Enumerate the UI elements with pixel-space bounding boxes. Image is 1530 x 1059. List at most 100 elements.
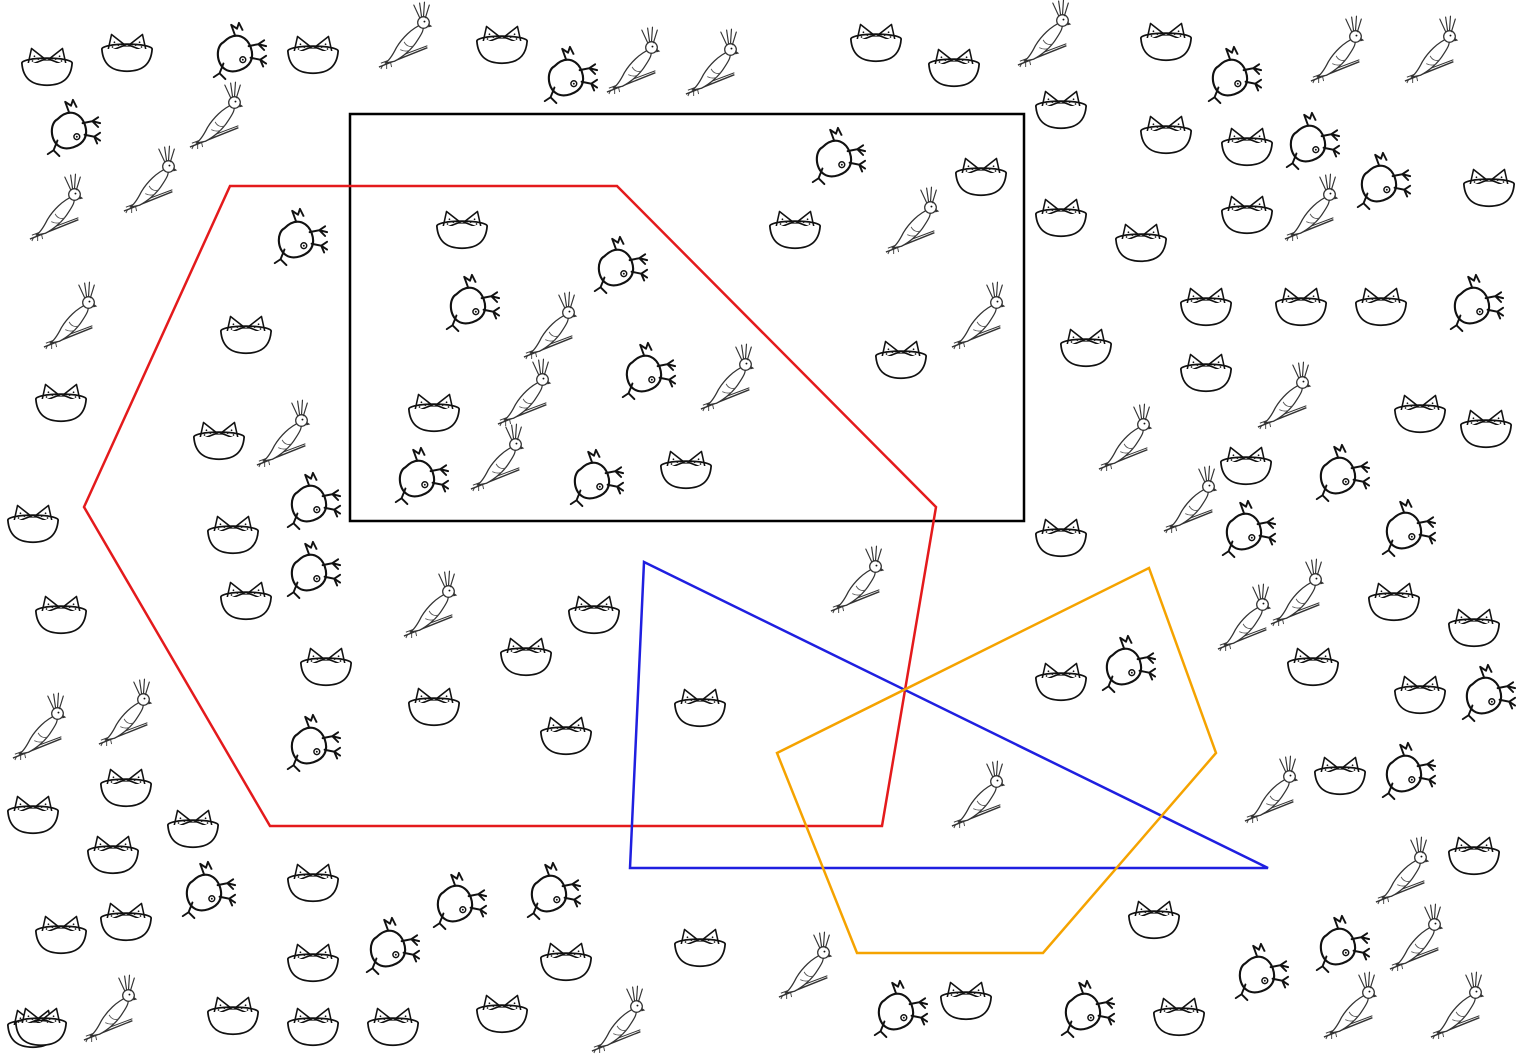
cockatoo-icon — [124, 146, 177, 213]
frog-icon — [1209, 47, 1261, 103]
cockatoo-icon — [524, 292, 577, 359]
nacho-bowl-icon — [221, 582, 271, 619]
cockatoo-icon — [257, 400, 310, 467]
nacho-bowl-icon — [221, 316, 271, 353]
frog-icon — [1463, 665, 1515, 721]
nacho-bowl-icon — [8, 796, 58, 833]
nacho-bowl-icon — [1061, 329, 1111, 366]
nacho-bowl-icon — [301, 648, 351, 685]
nacho-bowl-icon — [1395, 395, 1445, 432]
shape-layer — [84, 114, 1268, 953]
nacho-bowl-icon — [1449, 837, 1499, 874]
nacho-bowl-icon — [1141, 116, 1191, 153]
frog-icon — [813, 128, 865, 184]
frog-icon — [288, 542, 340, 598]
cockatoo-icon — [686, 29, 739, 96]
cockatoo-icon — [592, 986, 645, 1053]
frog-icon — [183, 862, 235, 918]
frog-icon — [875, 981, 927, 1037]
nacho-bowl-icon — [22, 48, 72, 85]
cockatoo-icon — [30, 174, 83, 241]
nacho-bowl-icon — [409, 394, 459, 431]
frog-icon — [1062, 981, 1114, 1037]
frog-icon — [48, 100, 100, 156]
nacho-bowl-icon — [409, 688, 459, 725]
frog-icon — [447, 275, 499, 331]
cockatoo-icon — [701, 344, 754, 411]
frog-icon — [288, 473, 340, 529]
frog-icon — [528, 863, 580, 919]
cockatoo-icon — [1258, 362, 1311, 429]
nacho-bowl-icon — [661, 451, 711, 488]
nacho-bowl-icon — [102, 34, 152, 71]
nacho-bowl-icon — [477, 26, 527, 63]
nacho-bowl-icon — [1036, 663, 1086, 700]
frog-icon — [288, 715, 340, 771]
orange-pentagon — [777, 568, 1216, 953]
nacho-bowl-icon — [1181, 288, 1231, 325]
nacho-bowl-icon — [368, 1008, 418, 1045]
cockatoo-icon — [779, 932, 832, 999]
cockatoo-icon — [1285, 174, 1338, 241]
frog-icon — [1236, 944, 1288, 1000]
cockatoo-icon — [44, 282, 97, 349]
nacho-bowl-icon — [1036, 91, 1086, 128]
nacho-bowl-icon — [1181, 354, 1231, 391]
nacho-bowl-icon — [1221, 447, 1271, 484]
blue-triangle — [630, 562, 1268, 868]
nacho-bowl-icon — [851, 24, 901, 61]
frog-icon — [434, 873, 486, 929]
black-rectangle — [350, 114, 1024, 521]
nacho-bowl-icon — [1116, 224, 1166, 261]
cockatoo-icon — [99, 679, 152, 746]
cockatoo-icon — [1018, 0, 1071, 67]
cockatoo-icon — [1099, 404, 1152, 471]
nacho-bowl-icon — [288, 1008, 338, 1045]
cockatoo-icon — [831, 546, 884, 613]
cockatoo-icon — [1164, 466, 1217, 533]
nacho-bowl-icon — [1449, 609, 1499, 646]
nacho-bowl-icon — [437, 211, 487, 248]
nacho-bowl-icon — [168, 810, 218, 847]
nacho-bowl-icon — [675, 689, 725, 726]
cockatoo-icon — [498, 359, 551, 426]
frog-icon — [214, 23, 266, 79]
nacho-bowl-icon — [8, 505, 58, 542]
frog-icon — [595, 237, 647, 293]
cockatoo-icon — [1376, 837, 1429, 904]
cockatoo-icon — [471, 424, 524, 491]
nacho-bowl-icon — [1276, 288, 1326, 325]
nacho-bowl-icon — [36, 916, 86, 953]
frog-icon — [275, 209, 327, 265]
nacho-bowl-icon — [208, 516, 258, 553]
frog-icon — [545, 47, 597, 103]
frog-icon — [571, 450, 623, 506]
nacho-bowl-icon — [36, 384, 86, 421]
nacho-bowl-icon — [1315, 757, 1365, 794]
frog-icon — [623, 343, 675, 399]
nacho-bowl-icon — [876, 341, 926, 378]
nacho-bowl-icon — [541, 943, 591, 980]
frog-icon — [1383, 500, 1435, 556]
frog-icon — [1223, 501, 1275, 557]
frog-icon — [1451, 275, 1503, 331]
cockatoo-icon — [886, 187, 939, 254]
nacho-bowl-icon — [675, 929, 725, 966]
nacho-bowl-icon — [1141, 23, 1191, 60]
cockatoo-icon — [607, 27, 660, 94]
nacho-bowl-icon — [929, 49, 979, 86]
frog-icon — [1358, 153, 1410, 209]
nacho-bowl-icon — [208, 997, 258, 1034]
nacho-bowl-icon — [1461, 410, 1511, 447]
nacho-bowl-icon — [1369, 583, 1419, 620]
nacho-bowl-icon — [1356, 288, 1406, 325]
nacho-bowl-icon — [101, 903, 151, 940]
nacho-bowl-icon — [1222, 196, 1272, 233]
frog-icon — [396, 448, 448, 504]
cockatoo-icon — [1390, 904, 1443, 971]
frog-icon — [1287, 113, 1339, 169]
cockatoo-icon — [1405, 16, 1458, 83]
cockatoo-icon — [952, 282, 1005, 349]
frog-icon — [1103, 636, 1155, 692]
frog-icon — [1317, 916, 1369, 972]
